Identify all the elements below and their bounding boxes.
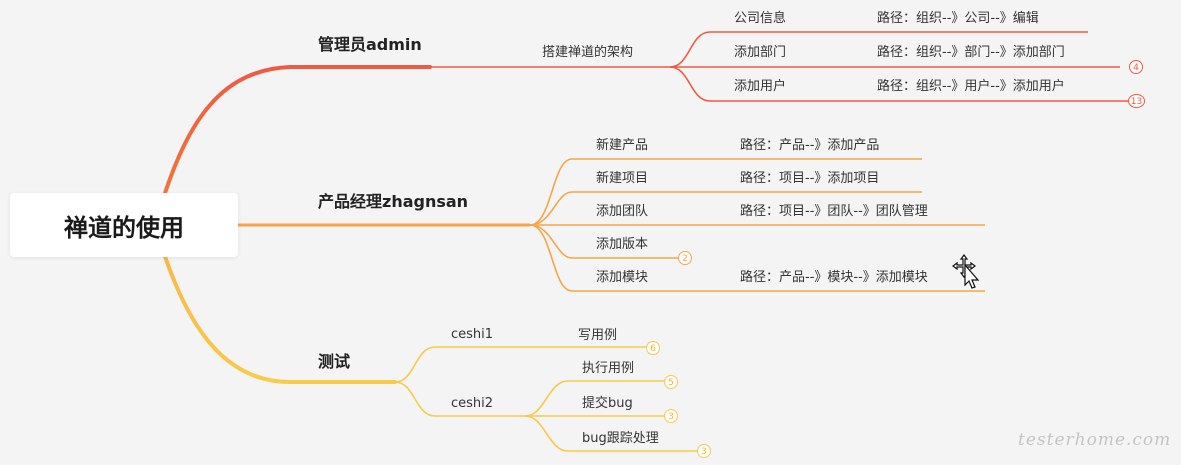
test-ceshi2-item-exec[interactable]: 执行用例 [582, 361, 635, 376]
admin-user-badge[interactable]: 13 [1128, 94, 1145, 108]
test-node[interactable]: 测试 [318, 352, 351, 371]
test-ceshi2-item-track[interactable]: bug跟踪处理 [582, 431, 659, 446]
pm-item-team-path: 路径：项目--》团队--》团队管理 [740, 204, 928, 219]
pm-item-project-path: 路径：项目--》添加项目 [740, 171, 880, 186]
admin-item-dept-path: 路径：组织--》部门--》添加部门 [877, 45, 1065, 60]
test-ceshi2-item-bug[interactable]: 提交bug [582, 396, 633, 411]
pm-item-module-path: 路径：产品--》模块--》添加模块 [740, 270, 928, 285]
admin-item-user-path: 路径：组织--》用户--》添加用户 [877, 79, 1065, 94]
watermark: testerhome.com [1018, 430, 1172, 450]
pm-item-module[interactable]: 添加模块 [596, 270, 649, 285]
root-node[interactable]: 禅道的使用 [10, 193, 238, 257]
admin-item-company-path: 路径：组织--》公司--》编辑 [877, 11, 1039, 26]
admin-item-company[interactable]: 公司信息 [734, 11, 787, 26]
move-cursor-icon [951, 253, 985, 293]
branch-test [153, 223, 397, 384]
pm-item-team[interactable]: 添加团队 [596, 204, 649, 219]
admin-node[interactable]: 管理员admin [318, 35, 422, 54]
pm-item-product-path: 路径：产品--》添加产品 [740, 138, 880, 153]
test-bug-badge[interactable]: 3 [664, 409, 678, 423]
test-ceshi1-badge[interactable]: 6 [646, 341, 660, 355]
pm-item-product[interactable]: 新建产品 [596, 138, 649, 153]
pm-item-project[interactable]: 新建项目 [596, 171, 649, 186]
admin-child-node[interactable]: 搭建禅道的架构 [542, 45, 634, 60]
test-exec-badge[interactable]: 5 [664, 375, 678, 389]
root-label: 禅道的使用 [64, 213, 184, 242]
test-ceshi2-node[interactable]: ceshi2 [451, 396, 494, 411]
admin-dept-badge[interactable]: 4 [1129, 60, 1143, 74]
pm-item-version[interactable]: 添加版本 [596, 237, 649, 252]
branch-admin [153, 65, 432, 227]
pm-version-badge[interactable]: 2 [678, 251, 692, 265]
test-ceshi1-node[interactable]: ceshi1 [451, 327, 494, 342]
admin-item-user[interactable]: 添加用户 [734, 79, 787, 94]
pm-node[interactable]: 产品经理zhagnsan [318, 192, 469, 211]
admin-item-dept[interactable]: 添加部门 [734, 45, 787, 60]
test-track-badge[interactable]: 3 [697, 444, 711, 458]
test-ceshi1-item[interactable]: 写用例 [578, 328, 618, 343]
